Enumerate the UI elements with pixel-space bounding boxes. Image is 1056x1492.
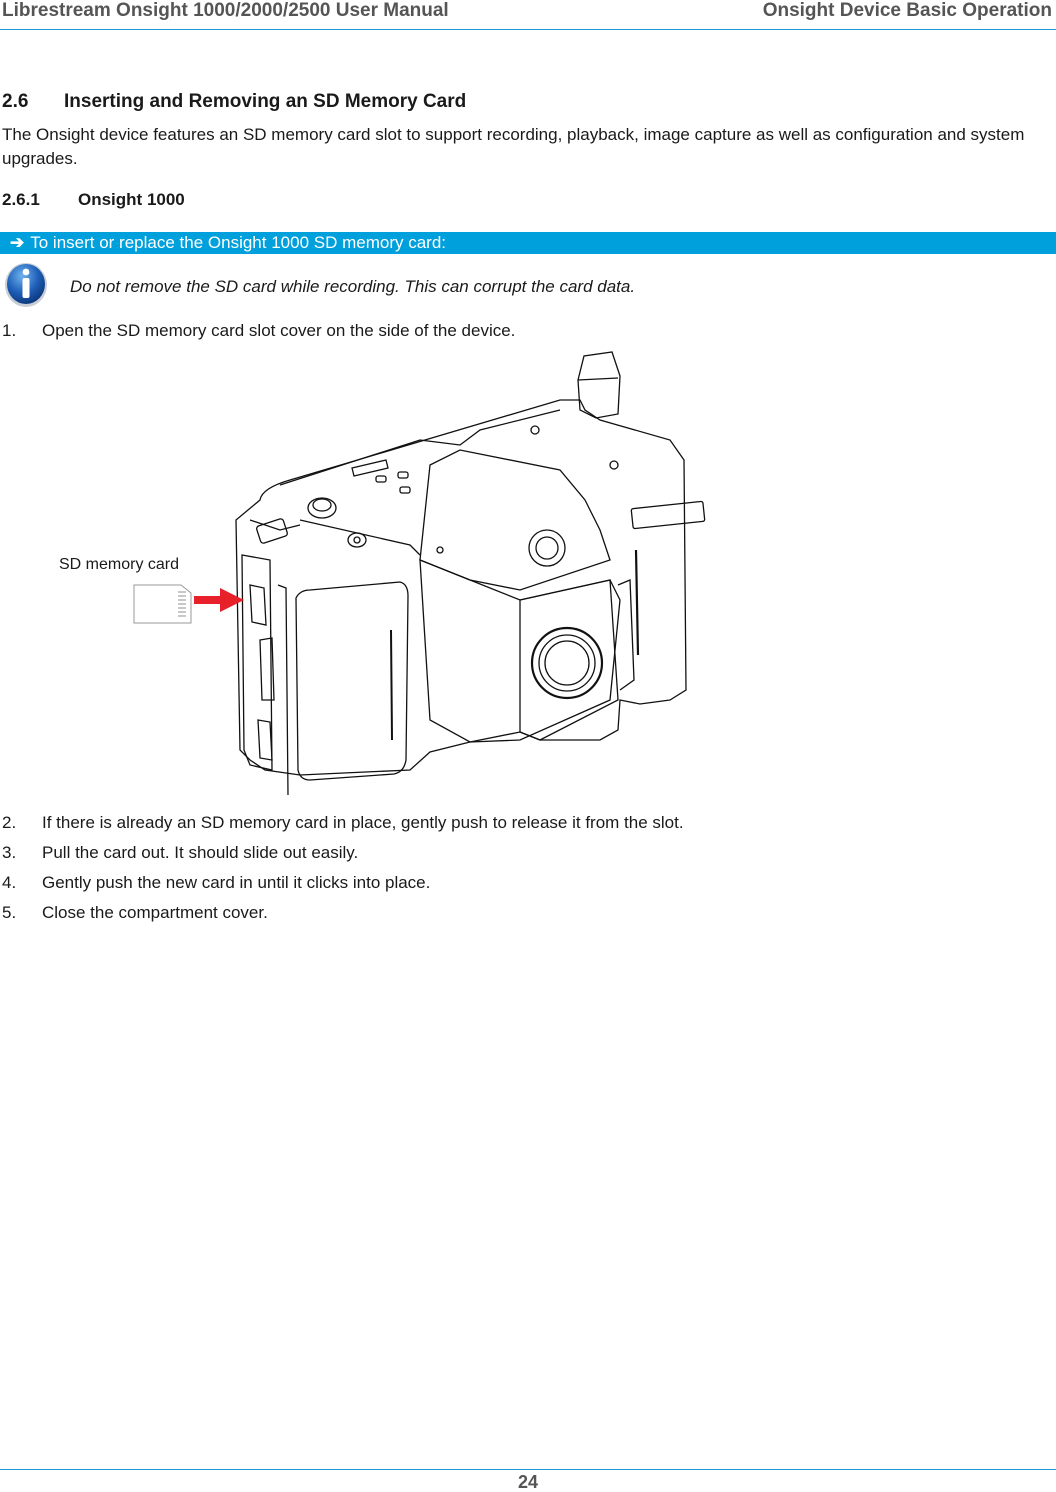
subsection-heading: 2.6.1 Onsight 1000 bbox=[2, 189, 185, 211]
running-header-chapter: Onsight Device Basic Operation bbox=[762, 0, 1052, 21]
note-text: Do not remove the SD card while recordin… bbox=[70, 277, 636, 296]
section-intro: The Onsight device features an SD memory… bbox=[2, 125, 1025, 168]
step-item: 1.Open the SD memory card slot cover on … bbox=[2, 321, 516, 340]
procedure-bar: ➔ To insert or replace the Onsight 1000 S… bbox=[0, 232, 1056, 254]
section-number: 2.6 bbox=[2, 91, 29, 112]
section-title: Inserting and Removing an SD Memory Card bbox=[64, 91, 467, 112]
section-heading: 2.6 Inserting and Removing an SD Memory C… bbox=[2, 91, 466, 113]
subsection-title: Onsight 1000 bbox=[78, 190, 185, 209]
step-item: 3.Pull the card out. It should slide out… bbox=[2, 843, 359, 862]
header-divider bbox=[0, 29, 1056, 30]
step-item: 5.Close the compartment cover. bbox=[2, 903, 268, 922]
step-item: 2.If there is already an SD memory card … bbox=[2, 813, 684, 832]
step-item: 4.Gently push the new card in until it c… bbox=[2, 873, 431, 892]
sd-card-callout-label: SD memory card bbox=[59, 556, 180, 573]
footer-divider bbox=[0, 1469, 1056, 1470]
page-number: 24 bbox=[517, 1472, 539, 1492]
running-header-title: Librestream Onsight 1000/2000/2500 User … bbox=[2, 0, 449, 21]
arrow-right-icon: ➔ bbox=[10, 233, 25, 252]
subsection-number: 2.6.1 bbox=[2, 190, 40, 209]
device-illustration bbox=[235, 351, 706, 796]
procedure-title: To insert or replace the Onsight 1000 SD… bbox=[30, 233, 446, 252]
info-icon bbox=[5, 263, 47, 307]
sd-card-icon bbox=[133, 584, 192, 624]
red-arrow-icon bbox=[194, 588, 244, 612]
